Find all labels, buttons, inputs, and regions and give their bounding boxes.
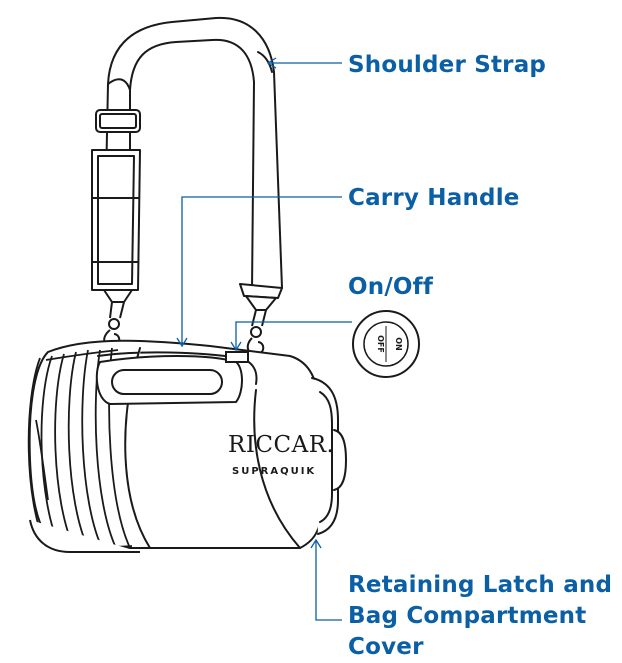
label-shoulder-strap: Shoulder Strap [348, 52, 547, 78]
shoulder-strap [103, 16, 283, 299]
top-switch [225, 351, 249, 363]
model-name: SUPRAQUIK [232, 466, 316, 477]
label-retaining-latch-line1: Retaining Latch and [348, 572, 613, 598]
leader-lines [176, 57, 352, 621]
switch-off-label: OFF [376, 335, 385, 353]
on-off-switch: OFF ON [352, 310, 420, 378]
label-carry-handle: Carry Handle [348, 185, 520, 211]
label-retaining-latch: Retaining Latch and Bag Compartment Cove… [348, 570, 612, 663]
carry-handle [95, 355, 243, 405]
label-retaining-latch-line3: Cover [348, 634, 424, 660]
brand-logo: RICCAR. [228, 432, 334, 458]
label-retaining-latch-line2: Bag Compartment [348, 603, 587, 629]
strap-adjuster [91, 109, 141, 291]
strap-clip-left [103, 289, 133, 348]
strap-clip-right [245, 295, 277, 356]
vacuum-foot [29, 519, 140, 553]
label-on-off: On/Off [348, 274, 434, 300]
switch-on-label: ON [394, 337, 403, 351]
